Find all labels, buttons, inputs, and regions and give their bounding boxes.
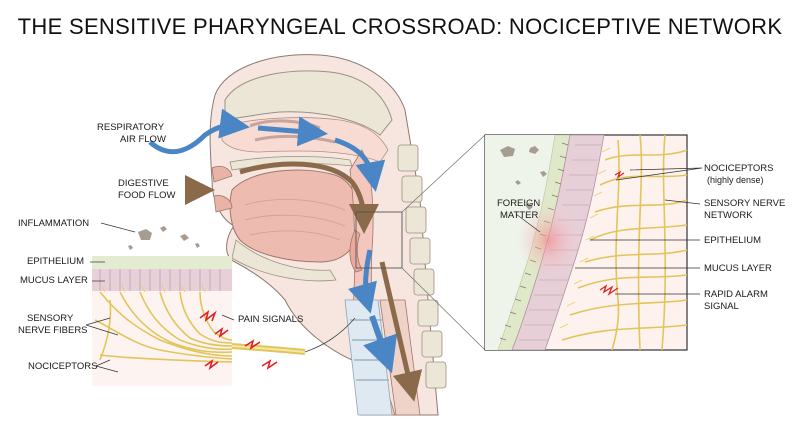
label-mucus-left: MUCUS LAYER: [20, 275, 88, 286]
zoom-panel: [484, 134, 688, 351]
foreign-matter: [500, 146, 547, 210]
rapid-alarm-signal-zoom: [599, 284, 619, 296]
pain-signals: [199, 310, 278, 371]
label-epithelium-left: EPITHELIUM: [27, 256, 85, 267]
label-nerve-fibers: NERVE FIBERS: [18, 325, 88, 336]
air-flow-arrow: [363, 315, 398, 374]
label-inflammation: INFLAMMATION: [18, 218, 90, 229]
label-air-flow: AIR FLOW: [120, 134, 166, 145]
epithelium-inlay: [92, 269, 232, 291]
inflammation-debris: [128, 226, 200, 250]
air-flow-arrow: [348, 249, 377, 314]
label-epithelium-right: EPITHELIUM: [704, 235, 762, 246]
leader-lines: [85, 167, 703, 373]
label-foreign: FOREIGN: [497, 198, 541, 209]
cervical-spine: [397, 144, 447, 389]
label-signal: SIGNAL: [704, 301, 739, 312]
label-sensory-nerve: SENSORY NERVE: [704, 198, 786, 209]
zoom-region-box: [355, 211, 403, 269]
nasal-bones: [224, 70, 393, 136]
label-nociceptors-right: NOCICEPTORS: [704, 163, 774, 174]
mandible: [231, 239, 337, 282]
air-flow-arrow: [334, 137, 386, 192]
label-digestive: DIGESTIVE: [118, 178, 169, 189]
label-food-flow: FOOD FLOW: [118, 190, 176, 201]
mucus-layer-inlay: [92, 256, 232, 269]
upper-lip: [211, 166, 233, 183]
head-section: [148, 54, 447, 416]
label-sensory: SENSORY: [27, 313, 74, 324]
label-matter: MATTER: [500, 210, 539, 221]
food-flow-arrow: [379, 261, 423, 402]
label-pain-signals: PAIN SIGNALS: [238, 314, 304, 325]
air-flow-arrow: [257, 116, 328, 147]
label-respiratory: RESPIRATORY: [97, 122, 165, 133]
label-mucus-right: MUCUS LAYER: [704, 263, 772, 274]
tongue: [229, 169, 360, 263]
label-nociceptors-left: NOCICEPTORS: [28, 361, 98, 372]
nerve-fibers-inlay: [94, 291, 232, 363]
label-rapid-alarm: RAPID ALARM: [704, 289, 768, 300]
food-flow-arrow: [239, 161, 379, 234]
tissue-inlay: [92, 226, 356, 386]
lower-lip: [213, 195, 233, 213]
label-network: NETWORK: [704, 210, 753, 221]
sensory-nerve-network-zoom: [561, 135, 687, 350]
air-flow-arrow: [148, 108, 250, 155]
label-highly-dense: (highly dense): [707, 175, 764, 185]
diagram-title: THE SENSITIVE PHARYNGEAL CROSSROAD: NOCI…: [17, 14, 783, 39]
